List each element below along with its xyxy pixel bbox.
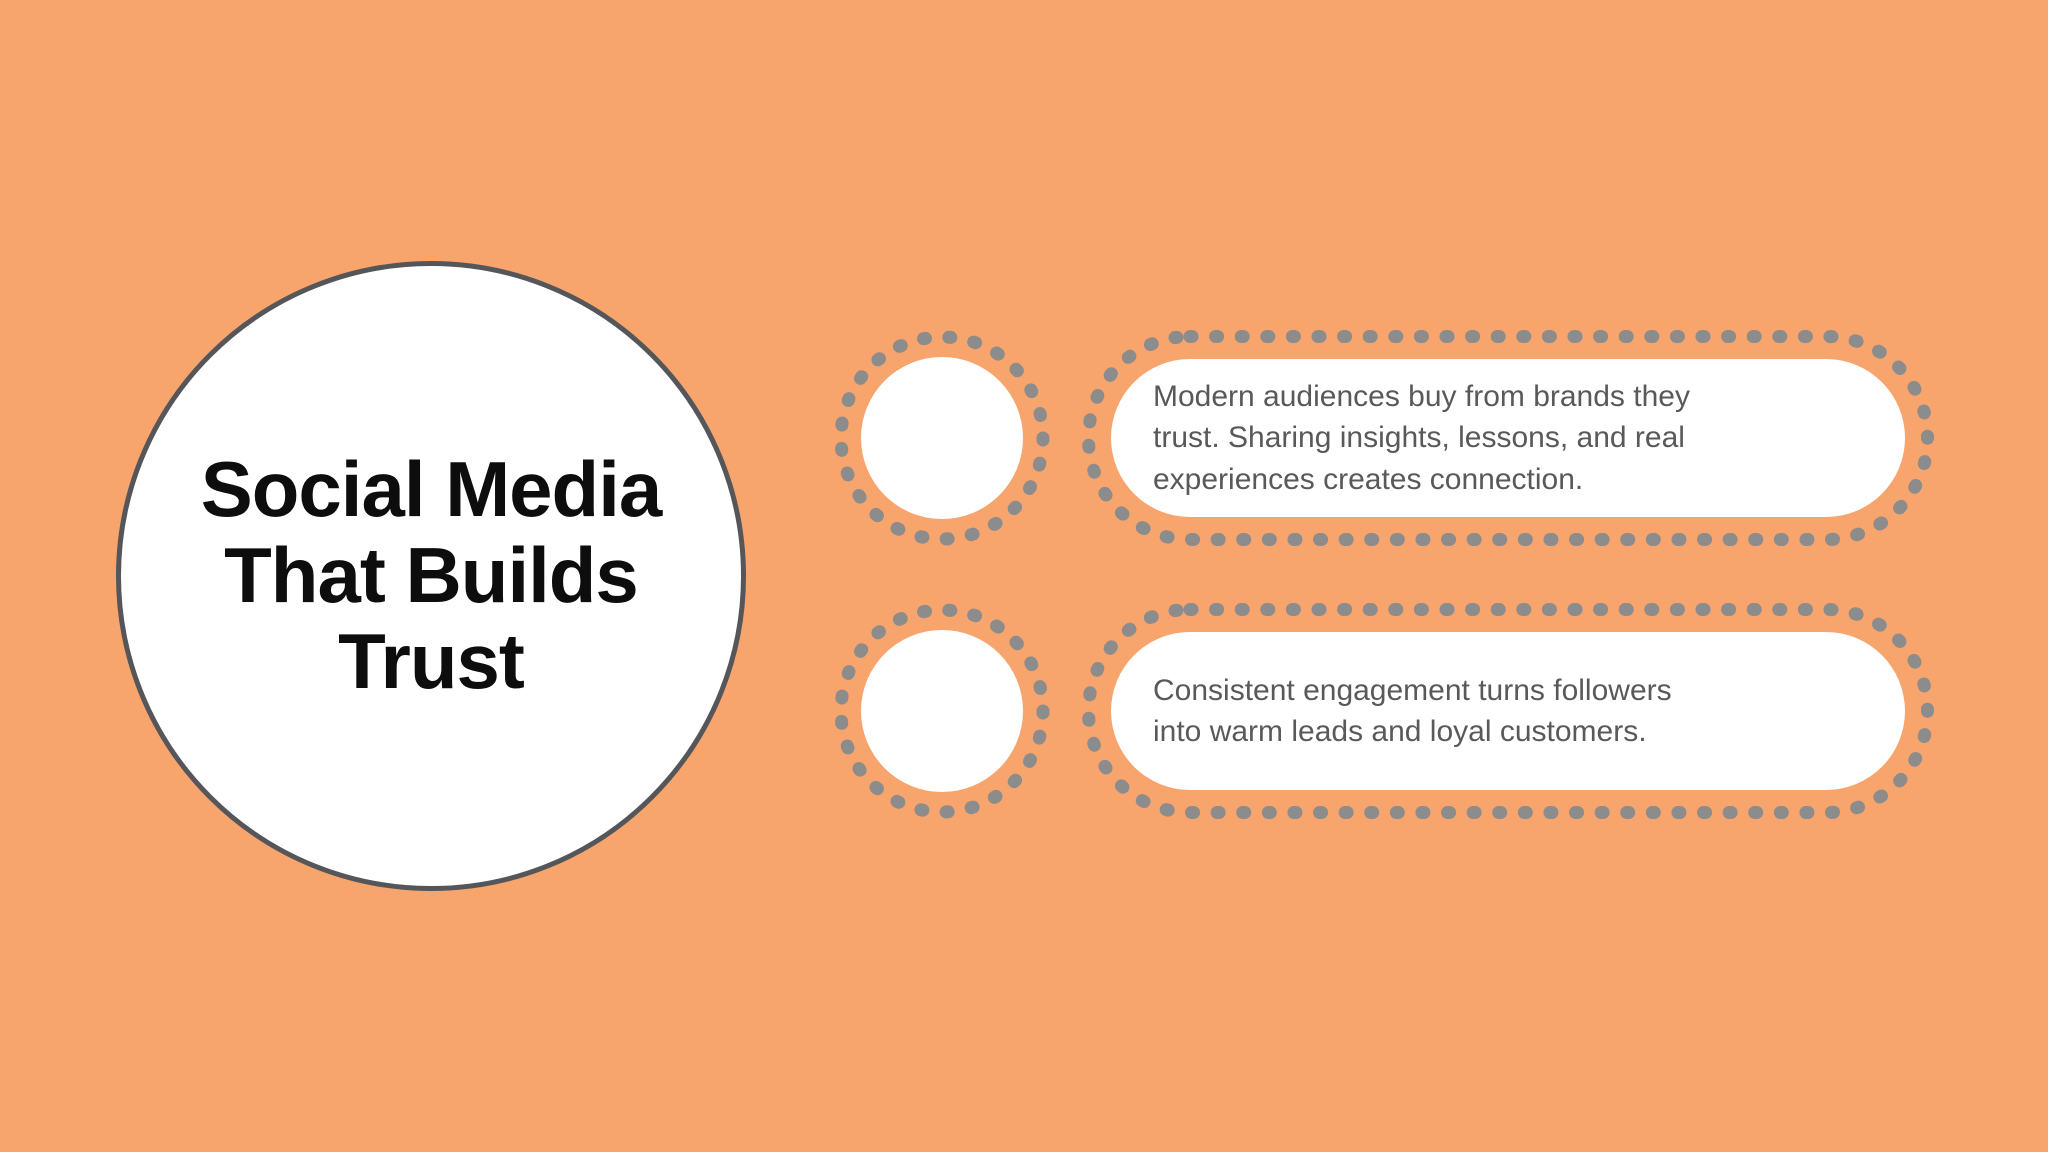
dashed-pill-outline-icon [1082,330,1934,546]
pill-2-line-2: into warm leads and loyal customers. [1153,715,1647,748]
pill-background [1111,359,1905,517]
info-pill-2: Consistent engagement turns followers in… [1082,603,1934,819]
bullet-circle-icon [834,330,1050,546]
dashed-pill-path [1082,330,1934,546]
info-pill-text: Modern audiences buy from brands they tr… [1111,359,1905,517]
page-title: Social Media That Builds Trust [200,445,662,705]
bullet-circle-icon [834,603,1050,819]
pill-1-line-1: Modern audiences buy from brands they [1153,379,1690,413]
inner-white-circle [861,357,1023,519]
pill-background [1111,632,1905,790]
pill-2-line-1: Consistent engagement turns followers [1153,673,1672,707]
info-row-2: Consistent engagement turns followers in… [834,603,1934,819]
title-line-3: Trust [338,616,525,705]
info-row-1: Modern audiences buy from brands they tr… [834,330,1934,546]
dashed-ring-path [834,330,1050,546]
pill-1-line-3: experiences creates connection. [1153,462,1584,496]
dashed-ring-path [834,603,1050,819]
dashed-ring-icon [834,603,1050,819]
title-line-2: That Builds [224,531,639,620]
info-pill-text: Consistent engagement turns followers in… [1111,632,1905,790]
dashed-ring-icon [834,330,1050,546]
pill-1-line-2: trust. Sharing insights, lessons, and re… [1153,421,1685,455]
dashed-pill-path [1082,603,1934,819]
dashed-pill-outline-icon [1082,603,1934,819]
inner-white-circle [861,630,1023,792]
info-pill-1: Modern audiences buy from brands they tr… [1082,330,1934,546]
title-circle: Social Media That Builds Trust [116,261,746,891]
title-line-1: Social Media [200,445,662,534]
